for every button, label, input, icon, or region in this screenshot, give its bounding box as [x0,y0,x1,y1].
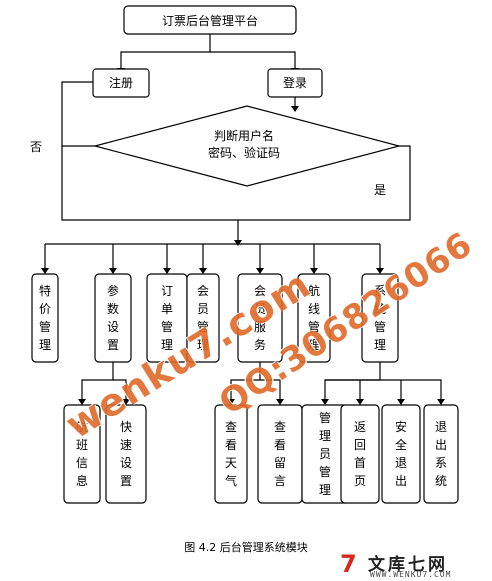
module-special-price: 特价管理 [31,273,59,363]
logo-url: WWW.WENKU7.COM [370,570,452,579]
system-child-3: 安全退出 [381,404,421,504]
system-child-2-label: 返回首页 [354,420,366,488]
module-route-label: 航线管理 [308,283,320,352]
system-child-1-label: 管理员管理 [319,410,331,497]
system-child-4: 退出系统 [423,404,459,504]
module-parameter-settings-label: 参数设置 [107,283,119,352]
system-child-3-label: 安全退出 [395,419,407,488]
param-child-1: 航班信息 [63,404,101,504]
title-label: 订票后台管理平台 [162,13,258,28]
module-member-service-label: 会员服务 [254,284,266,352]
no-label: 否 [30,140,42,154]
yes-label: 是 [374,183,386,197]
register-label: 注册 [109,75,133,90]
title-node: 订票后台管理平台 [123,5,297,35]
param-child-2-label: 快速设置 [120,420,132,488]
system-child-1: 管理员管理 [301,404,349,504]
module-system-label: 系统管理 [374,284,386,352]
service-child-1: 查看天气 [214,404,248,504]
module-order: 订单管理 [146,273,188,363]
decision-line1: 判断用户名 [214,128,274,143]
service-child-2-label: 查看留言 [274,420,286,488]
module-member: 会员管理 [186,273,220,363]
site-logo[interactable]: 7 文库七网 WWW.WENKU7.COM [340,550,490,580]
param-child-2: 快速设置 [105,404,147,504]
login-label: 登录 [283,75,307,90]
system-child-4-label: 退出系统 [435,420,447,488]
login-node: 登录 [267,68,323,98]
decision-node: 判断用户名 密码、验证码 [92,105,402,187]
module-special-price-label: 特价管理 [39,283,51,352]
module-route: 航线管理 [297,273,331,363]
system-child-2: 返回首页 [340,404,380,504]
module-system: 系统管理 [361,273,399,363]
module-row: 特价管理 参数设置 订单管理 会员管理 会员服务 航线管理 系统管理 [31,273,399,363]
child-row: 航班信息 快速设置 查看天气 查看留言 管理员管理 返回首页 安全退出 退出系统 [63,404,459,504]
logo-mark-icon: 7 [340,550,357,578]
module-member-label: 会员管理 [197,284,209,352]
param-child-1-label: 航班信息 [76,419,88,488]
decision-line2: 密码、验证码 [208,145,280,160]
service-child-1-label: 查看天气 [225,420,237,488]
module-parameter-settings: 参数设置 [94,273,132,363]
register-node: 注册 [92,68,150,98]
service-child-2: 查看留言 [257,404,303,504]
figure-caption: 图 4.2 后台管理系统模块 [184,541,308,554]
logo-name: 文库七网 [368,555,448,575]
module-member-service: 会员服务 [237,273,283,363]
module-order-label: 订单管理 [161,284,173,352]
